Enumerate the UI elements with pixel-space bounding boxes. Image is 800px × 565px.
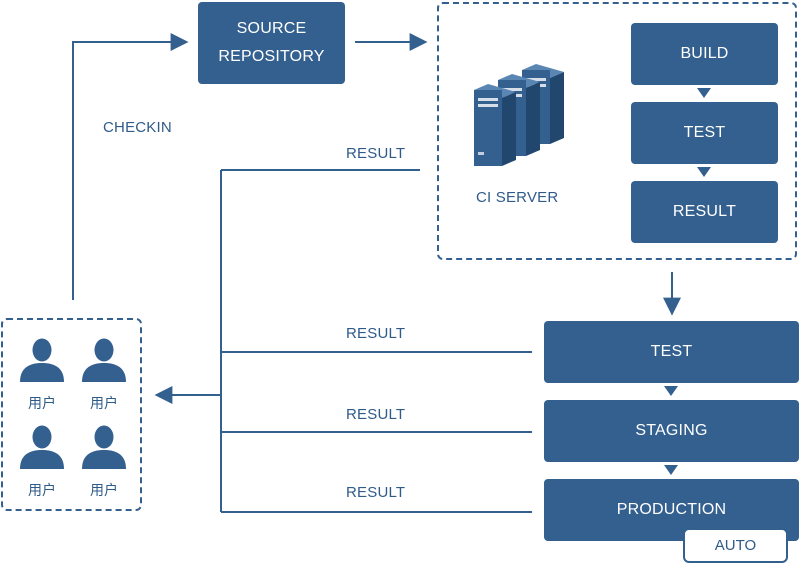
user-icon — [82, 425, 126, 469]
test-to-staging-arrow — [664, 386, 678, 396]
ci-step-result: RESULT — [631, 181, 778, 243]
user-icon — [82, 338, 126, 382]
staging-to-production-arrow — [664, 465, 678, 475]
user-label: 用户 — [90, 483, 118, 499]
source-repository-line1: SOURCE — [236, 20, 307, 37]
server-icon — [474, 64, 564, 166]
user-icon — [20, 425, 64, 469]
auto-badge: AUTO — [683, 528, 788, 563]
build-to-test-arrow — [697, 88, 711, 98]
pipeline-stage-test: TEST — [544, 321, 799, 383]
source-repository-box: SOURCE REPOSITORY — [198, 2, 345, 84]
checkin-connector — [72, 33, 189, 300]
staging-result-label: RESULT — [346, 406, 406, 423]
ci-result-label: RESULT — [346, 145, 406, 162]
source-repository-line2: REPOSITORY — [218, 48, 325, 65]
users-container — [1, 318, 142, 511]
test-to-result-arrow — [697, 167, 711, 177]
production-result-label: RESULT — [346, 484, 406, 501]
test-result-label: RESULT — [346, 325, 406, 342]
ci-step-test: TEST — [631, 102, 778, 164]
checkin-label: CHECKIN — [103, 119, 172, 136]
user-icon — [20, 338, 64, 382]
user-label: 用户 — [90, 396, 118, 412]
user-label: 用户 — [28, 396, 56, 412]
user-label: 用户 — [28, 483, 56, 499]
ci-server-label: CI SERVER — [476, 189, 559, 206]
ci-step-build: BUILD — [631, 23, 778, 85]
pipeline-stage-staging: STAGING — [544, 400, 799, 462]
ci-server-container — [437, 2, 797, 260]
